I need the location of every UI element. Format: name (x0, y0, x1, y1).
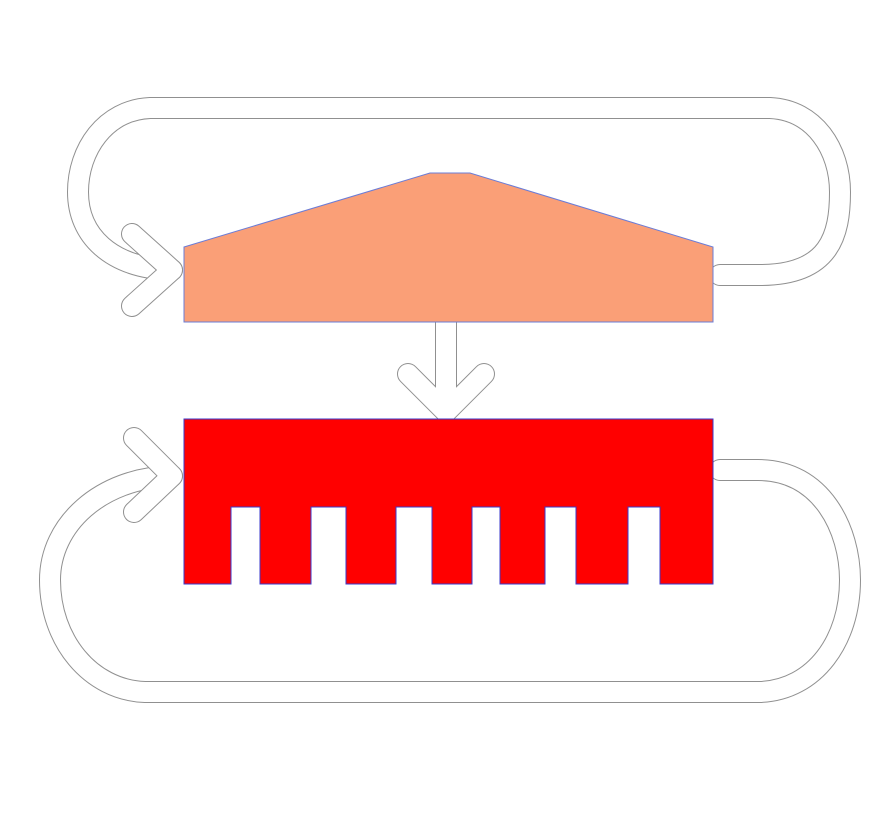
bottom-loop-arrow (38, 427, 862, 703)
down-arrow-inner (398, 312, 494, 422)
bottom-loop-arrowhead-inner (124, 428, 182, 522)
comb-block-icon (183, 418, 714, 585)
top-loop-inner (67, 98, 851, 285)
bottom-loop-inner (39, 460, 861, 702)
top-loop-arrow (66, 97, 852, 317)
top-loop-arrowhead-inner (122, 224, 182, 316)
arrow-down-icon (397, 311, 495, 423)
roof-shaped-block-icon (183, 172, 714, 323)
